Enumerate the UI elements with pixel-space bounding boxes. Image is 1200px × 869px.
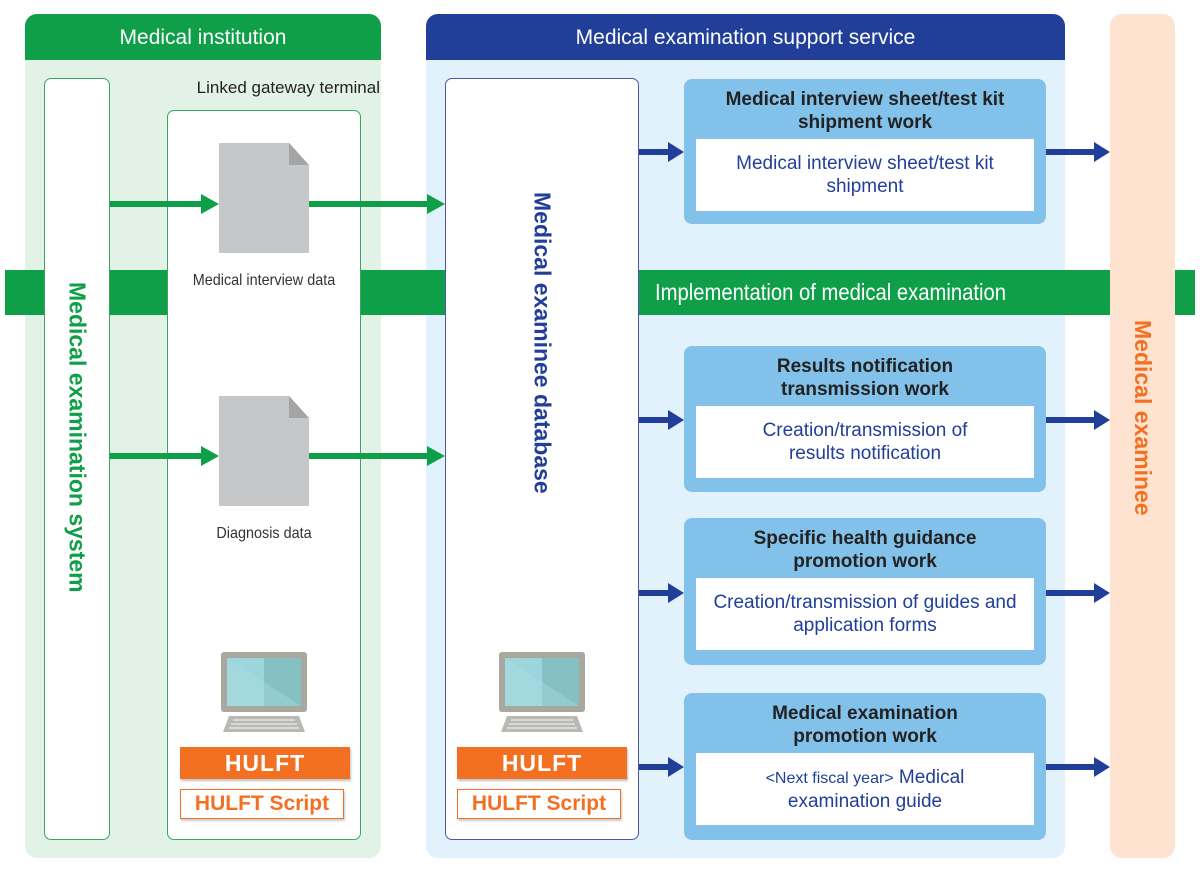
work-title: Medical examination promotion work xyxy=(772,703,958,747)
hulft-logo: HULFT xyxy=(180,747,350,779)
computer-icon xyxy=(221,652,307,732)
work-detail-text: Medical interview sheet/test kit shipmen… xyxy=(736,153,994,197)
exam-system-box xyxy=(44,78,110,840)
examinee-database-box xyxy=(445,78,639,840)
work-detail: Creation/transmission of results notific… xyxy=(696,406,1034,478)
database-label-wrap: Medical examinee database xyxy=(445,192,639,494)
hulft-script-logo: HULFT Script xyxy=(457,789,621,819)
gateway-label: Linked gateway terminal xyxy=(196,78,380,97)
work-box-guidance: Specific health guidance promotion work … xyxy=(684,518,1046,665)
work-title: Specific health guidance promotion work xyxy=(753,528,977,572)
work-detail-prefix: <Next fiscal year> xyxy=(765,769,894,787)
implementation-band-right xyxy=(1175,270,1195,315)
database-label: Medical examinee database xyxy=(529,192,556,494)
work-box-shipment: Medical interview sheet/test kit shipmen… xyxy=(684,79,1046,224)
medical-institution-header: Medical institution xyxy=(25,14,381,60)
medical-examinee-column xyxy=(1110,14,1175,858)
computer-icon xyxy=(499,652,585,732)
work-detail: <Next fiscal year> Medical examination g… xyxy=(696,753,1034,825)
work-title: Results notification transmission work xyxy=(776,356,954,400)
work-title: Medical interview sheet/test kit shipmen… xyxy=(725,89,1005,133)
exam-system-label-wrap: Medical examination system xyxy=(44,282,110,593)
document-label-interview: Medical interview data xyxy=(192,272,336,289)
hulft-logo: HULFT xyxy=(457,747,627,779)
work-box-promotion: Medical examination promotion work <Next… xyxy=(684,693,1046,840)
work-detail-text: Creation/transmission of results notific… xyxy=(762,420,968,464)
exam-system-label: Medical examination system xyxy=(64,282,91,593)
work-detail: Creation/transmission of guides and appl… xyxy=(696,578,1034,650)
document-label-diagnosis: Diagnosis data xyxy=(216,525,312,542)
work-detail-text: Creation/transmission of guides and appl… xyxy=(713,592,1017,636)
support-service-header: Medical examination support service xyxy=(426,14,1065,60)
hulft-script-logo: HULFT Script xyxy=(180,789,344,819)
examinee-label: Medical examinee xyxy=(1130,320,1156,516)
work-detail: Medical interview sheet/test kit shipmen… xyxy=(696,139,1034,211)
work-detail-text: Medical examination guide xyxy=(787,766,965,812)
examinee-label-wrap: Medical examinee xyxy=(1110,320,1175,516)
work-box-results: Results notification transmission work C… xyxy=(684,346,1046,492)
implementation-band-label: Implementation of medical examination xyxy=(655,279,1007,305)
